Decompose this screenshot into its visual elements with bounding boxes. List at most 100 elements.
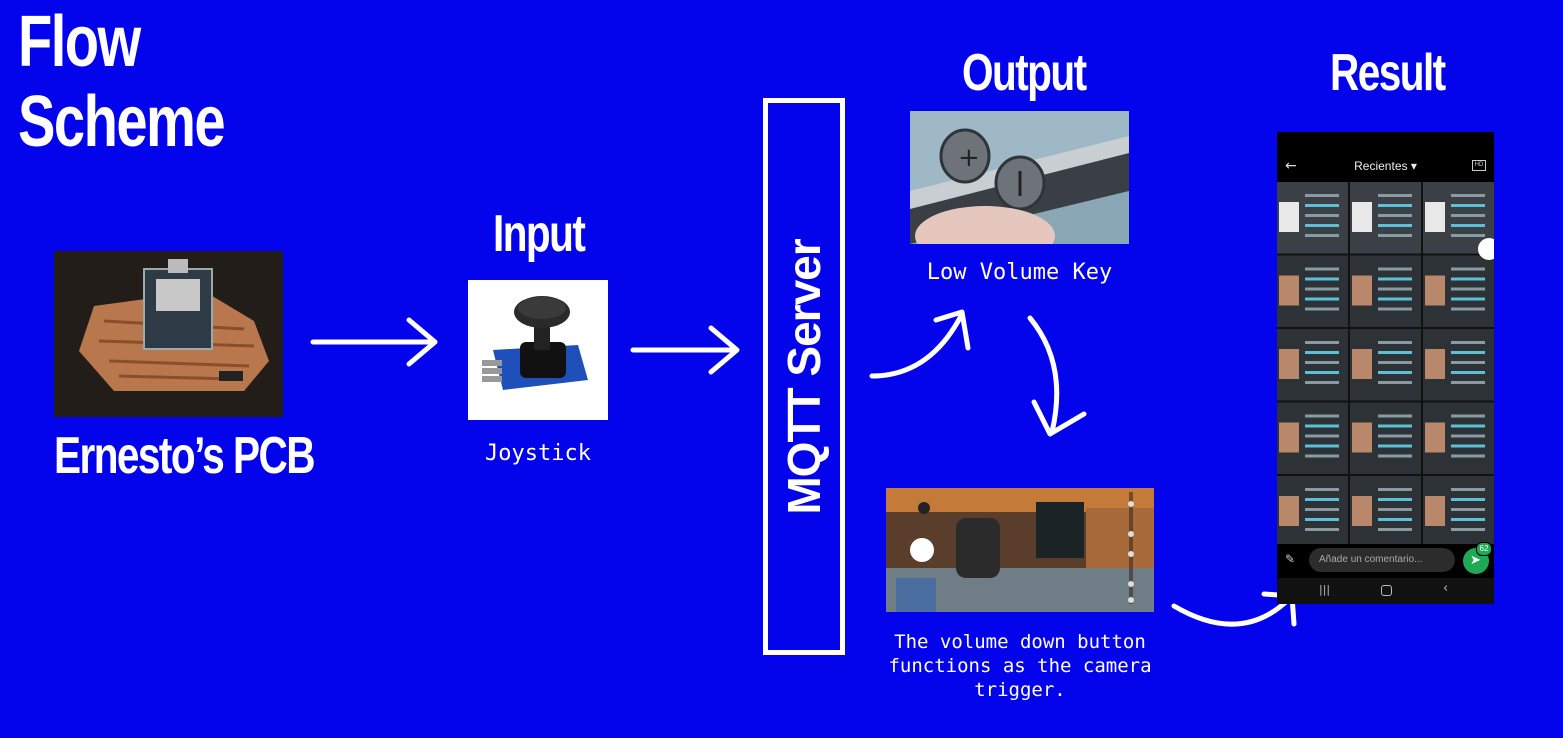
photo-grid[interactable]	[1277, 182, 1494, 544]
thumbnail-code-line	[1305, 234, 1339, 237]
thumbnail-code-line	[1305, 351, 1339, 354]
title-scheme: Scheme	[18, 82, 226, 162]
thumbnail-code-line	[1378, 277, 1412, 281]
thumbnail-code-line	[1305, 361, 1339, 364]
thumbnail-detail	[1279, 349, 1299, 379]
arrow-output-to-camera	[1027, 315, 1087, 437]
pcb-label: Ernesto’s PCB	[54, 427, 316, 485]
camera-caption-line2: functions as the camera	[888, 655, 1152, 677]
thumbnail-code-line	[1451, 267, 1485, 271]
thumbnail-code-line	[1305, 518, 1339, 521]
thumbnail-code-line	[1378, 444, 1412, 448]
arrow-server-to-output	[869, 309, 971, 379]
thumbnail-code-line	[1378, 204, 1412, 207]
thumbnail-code-line	[1451, 371, 1485, 374]
thumbnail-code-line	[1378, 341, 1412, 344]
thumbnail-code-line	[1305, 277, 1339, 281]
album-dropdown[interactable]: Recientes ▾	[1354, 159, 1417, 173]
thumbnail-code-line	[1451, 434, 1485, 438]
thumbnail-code-line	[1305, 297, 1339, 301]
result-phone-screenshot: ← Recientes ▾ HD ✎ Añade un comentario..…	[1277, 132, 1494, 604]
thumbnail-code-line	[1451, 488, 1485, 491]
thumbnail-code-line	[1305, 204, 1339, 207]
thumbnail-code-line	[1305, 434, 1339, 438]
thumbnail-code-line	[1305, 214, 1339, 217]
thumbnail-code-line	[1305, 488, 1339, 491]
thumbnail-code-line	[1451, 361, 1485, 364]
send-button[interactable]: ➤ 62	[1463, 542, 1492, 574]
thumbnail-code-line	[1378, 508, 1412, 511]
thumbnail-code-line	[1305, 508, 1339, 511]
thumbnail-code-line	[1378, 434, 1412, 438]
thumbnail-code-line	[1305, 454, 1339, 458]
volume-key-photo: +	[910, 111, 1129, 244]
thumbnail-code-line	[1305, 287, 1339, 291]
thumbnail-code-line	[1378, 424, 1412, 428]
thumbnail-code-line	[1451, 518, 1485, 521]
thumbnail-detail	[1279, 496, 1299, 526]
thumbnail-code-line	[1305, 381, 1339, 384]
thumbnail-code-line	[1451, 204, 1485, 207]
thumbnail-code-line	[1451, 351, 1485, 354]
thumbnail-detail	[1279, 202, 1299, 232]
hd-icon[interactable]: HD	[1472, 160, 1486, 171]
thumbnail-code-line	[1378, 498, 1412, 501]
send-icon: ➤	[1470, 553, 1481, 568]
thumbnail-code-line	[1451, 307, 1485, 311]
thumbnail-code-line	[1378, 351, 1412, 354]
comment-input[interactable]: Añade un comentario...	[1309, 548, 1455, 572]
recent-apps-icon[interactable]: |||	[1319, 583, 1331, 596]
thumbnail-code-line	[1451, 414, 1485, 418]
thumbnail-code-line	[1378, 194, 1412, 197]
output-heading: Output	[962, 44, 1087, 102]
thumbnail-code-line	[1305, 498, 1339, 501]
thumbnail-code-line	[1378, 488, 1412, 491]
thumbnail-detail	[1425, 349, 1445, 379]
thumbnail-code-line	[1305, 224, 1339, 227]
thumbnail-code-line	[1451, 498, 1485, 501]
thumbnail-detail	[1425, 275, 1445, 306]
thumbnail-code-line	[1451, 224, 1485, 227]
joystick-photo	[468, 280, 608, 420]
camera-caption-line3: trigger.	[974, 679, 1066, 701]
thumbnail-code-line	[1378, 214, 1412, 217]
thumbnail-code-line	[1451, 528, 1485, 531]
thumbnail-code-line	[1378, 381, 1412, 384]
pcb-photo	[54, 251, 283, 417]
thumbnail-code-line	[1451, 194, 1485, 197]
thumbnail-code-line	[1305, 307, 1339, 311]
thumbnail-detail	[1352, 349, 1372, 379]
camera-screenshot	[886, 488, 1154, 612]
output-label: Low Volume Key	[926, 260, 1113, 285]
back-nav-icon[interactable]: ‹	[1443, 581, 1449, 596]
thumbnail-code-line	[1378, 361, 1412, 364]
edit-icon[interactable]: ✎	[1285, 552, 1296, 566]
arrow-pcb-to-input	[310, 317, 438, 367]
camera-caption-line1: The volume down button	[894, 631, 1146, 653]
thumbnail-code-line	[1305, 528, 1339, 531]
back-arrow-icon[interactable]: ←	[1285, 158, 1297, 174]
arrow-input-to-server	[630, 325, 740, 375]
thumbnail-code-line	[1451, 424, 1485, 428]
scroll-handle[interactable]	[1478, 238, 1494, 260]
thumbnail-code-line	[1305, 267, 1339, 271]
thumbnail-code-line	[1451, 341, 1485, 344]
thumbnail-code-line	[1378, 371, 1412, 374]
thumbnail-detail	[1279, 422, 1299, 453]
home-icon[interactable]	[1381, 585, 1392, 596]
thumbnail-code-line	[1305, 341, 1339, 344]
title-flow: Flow	[18, 2, 141, 82]
thumbnail-detail	[1352, 202, 1372, 232]
result-heading: Result	[1330, 44, 1446, 102]
thumbnail-code-line	[1378, 234, 1412, 237]
thumbnail-code-line	[1378, 518, 1412, 521]
thumbnail-code-line	[1305, 424, 1339, 428]
thumbnail-detail	[1279, 275, 1299, 306]
thumbnail-code-line	[1378, 414, 1412, 418]
thumbnail-code-line	[1451, 234, 1485, 237]
thumbnail-code-line	[1305, 444, 1339, 448]
thumbnail-code-line	[1378, 307, 1412, 311]
thumbnail-detail	[1352, 275, 1372, 306]
thumbnail-detail	[1425, 202, 1445, 232]
thumbnail-code-line	[1378, 297, 1412, 301]
